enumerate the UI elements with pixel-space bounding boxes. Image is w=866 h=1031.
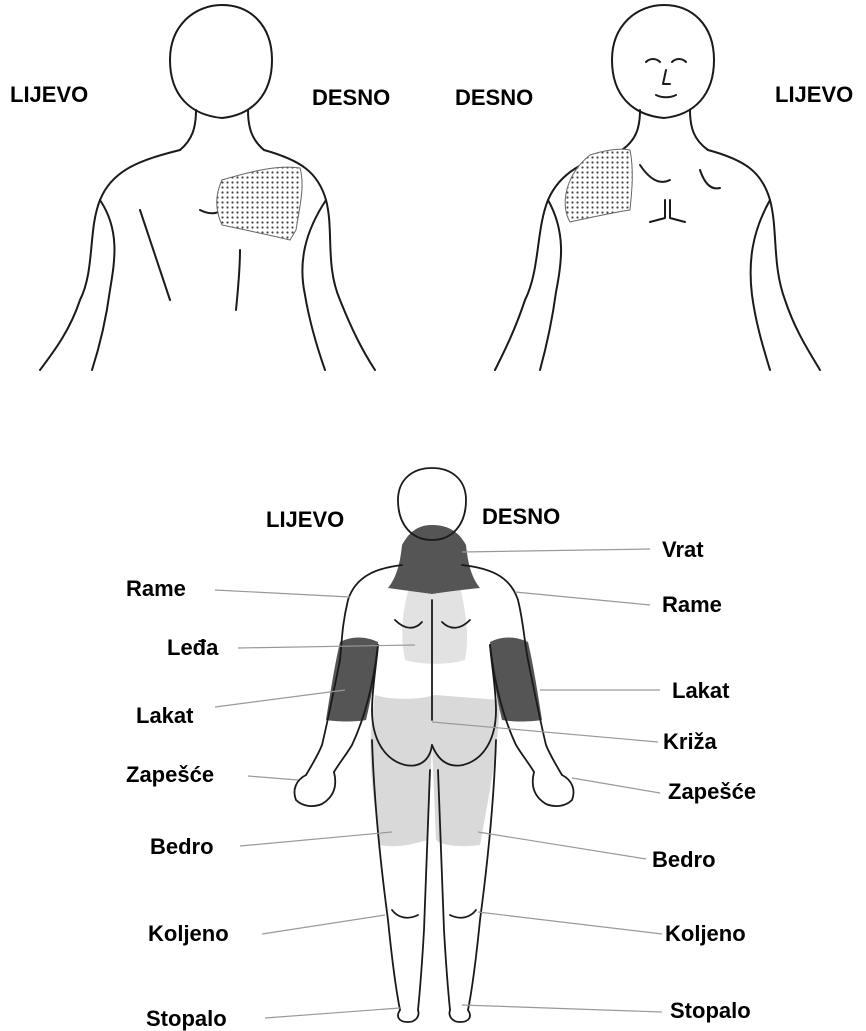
right-hand [533, 772, 574, 806]
left-hand [294, 772, 335, 806]
label-right-shoulder: Rame [662, 594, 722, 616]
left-foot [398, 1010, 418, 1022]
front-view-nose [663, 70, 670, 84]
leader-left-knee [262, 915, 385, 934]
back-view-head [170, 5, 272, 118]
leader-right-wrist [572, 778, 660, 793]
label-left-shoulder: Rame [126, 578, 186, 600]
leader-right-foot [462, 1005, 662, 1012]
front-view-right-eye [672, 59, 686, 62]
leader-left-elbow [215, 690, 345, 707]
front-view-left-label: DESNO [455, 87, 533, 109]
label-left-thigh: Bedro [150, 836, 214, 858]
label-left-knee: Koljeno [148, 923, 229, 945]
back-view-shoulder-shading [217, 167, 302, 240]
leader-right-shoulder [515, 592, 650, 605]
front-view-right-label: LIJEVO [775, 84, 853, 106]
back-view-right-label: DESNO [312, 87, 390, 109]
label-left-elbow: Lakat [136, 705, 193, 727]
full-body-right-side-label: DESNO [482, 506, 560, 528]
label-left-back: Leđa [167, 637, 218, 659]
label-neck: Vrat [662, 539, 704, 561]
left-elbow-dark-shading [326, 638, 378, 722]
leader-right-thigh [478, 832, 646, 859]
label-left-wrist: Zapešće [126, 764, 214, 786]
front-view-figure [495, 5, 820, 370]
leader-left-shoulder [215, 590, 350, 597]
leader-left-thigh [240, 832, 392, 846]
right-foot [449, 1010, 469, 1022]
front-view-shoulder-shading [565, 149, 632, 222]
back-view-figure [40, 5, 375, 370]
label-right-elbow: Lakat [672, 680, 729, 702]
front-view-mouth [656, 95, 676, 97]
front-view-left-eye [646, 59, 660, 62]
back-view-neck [180, 110, 196, 150]
label-right-foot: Stopalo [670, 1000, 751, 1022]
label-left-foot: Stopalo [146, 1008, 227, 1030]
full-body-left-side-label: LIJEVO [266, 509, 344, 531]
label-right-wrist: Zapešće [668, 781, 756, 803]
back-view-left-contour [40, 150, 180, 370]
lower-body-light-shading [371, 695, 500, 846]
leader-left-wrist [248, 776, 298, 780]
upper-back-light-shading [402, 581, 467, 664]
label-lower-back: Križa [663, 731, 717, 753]
label-right-knee: Koljeno [665, 923, 746, 945]
leader-right-knee [478, 912, 662, 934]
front-view-head [612, 5, 714, 118]
leader-left-back [238, 645, 415, 648]
leader-left-foot [265, 1008, 400, 1018]
neck-dark-shading [388, 525, 480, 594]
label-right-thigh: Bedro [652, 849, 716, 871]
leader-neck [462, 549, 650, 552]
back-view-left-label: LIJEVO [10, 84, 88, 106]
